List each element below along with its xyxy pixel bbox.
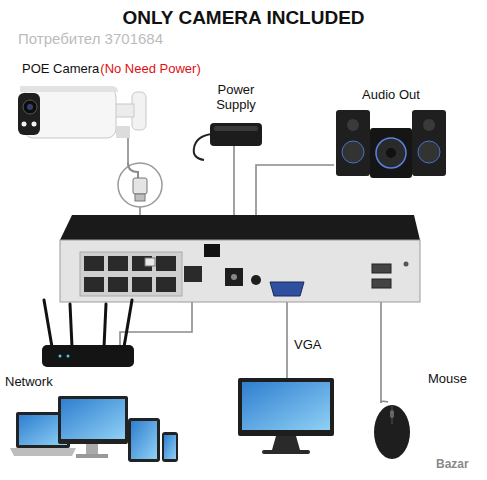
diagram-title: ONLY CAMERA INCLUDED	[0, 7, 487, 29]
network-router	[42, 300, 134, 367]
vga-monitor	[238, 378, 334, 454]
nvr-recorder	[60, 215, 420, 302]
poe-camera	[18, 86, 146, 138]
vga-cable	[286, 296, 288, 378]
mouse-device	[374, 401, 410, 459]
device-label: Network	[5, 375, 53, 390]
client-devices	[10, 396, 178, 462]
device-label: Power Supply	[207, 83, 265, 113]
port-label: VGA	[294, 338, 321, 353]
device-label: Mouse	[428, 372, 467, 387]
device-label: POE Camera	[22, 62, 99, 77]
camera-cable	[127, 138, 129, 163]
speakers	[336, 110, 446, 178]
watermark: Bazar	[436, 458, 469, 472]
device-label: Audio Out	[362, 88, 420, 103]
watermark: Потребител 3701684	[18, 30, 163, 47]
usb-cable	[380, 290, 382, 403]
device-note: (No Need Power)	[100, 62, 200, 77]
power-adapter	[194, 123, 262, 160]
rj45-zoom	[118, 163, 162, 207]
